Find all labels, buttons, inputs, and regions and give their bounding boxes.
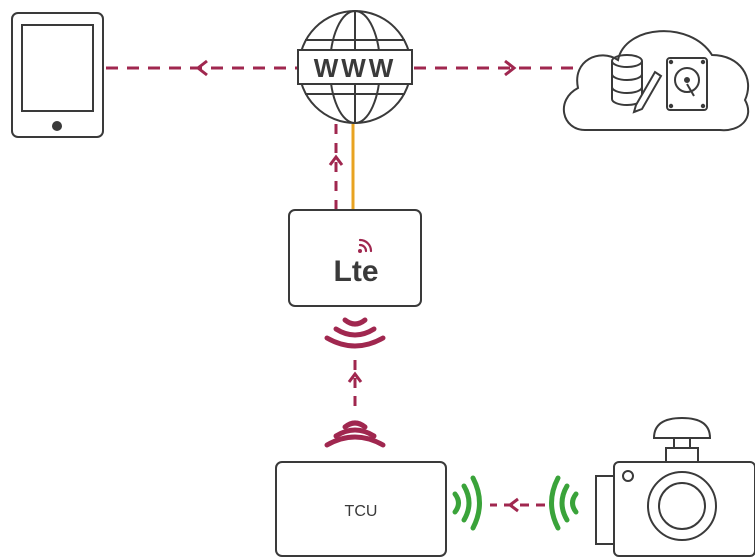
database-icon	[611, 54, 663, 114]
arrow-to-tablet	[106, 59, 298, 77]
camera-signal-icon	[549, 475, 579, 531]
tcu-wireless-signal-icon	[324, 420, 386, 448]
arrow-camera-to-tcu	[490, 497, 545, 513]
tcu-receive-signal-icon	[452, 475, 482, 531]
globe-www-icon: WWW	[297, 10, 413, 124]
hard-drive-icon	[666, 57, 708, 111]
arrow-to-cloud	[414, 59, 585, 77]
camera-icon	[595, 416, 755, 557]
lte-wireless-signal-icon	[324, 317, 386, 349]
lte-router-icon: Lte	[288, 209, 422, 307]
tablet-icon	[11, 12, 104, 138]
www-text: WWW	[314, 53, 397, 83]
tcu-box-icon: TCU	[275, 461, 447, 557]
arrow-lte-to-globe	[328, 124, 344, 210]
arrow-tcu-to-lte	[347, 357, 363, 406]
lte-logo-text: Lte	[334, 255, 379, 288]
tcu-label: TCU	[345, 503, 378, 520]
